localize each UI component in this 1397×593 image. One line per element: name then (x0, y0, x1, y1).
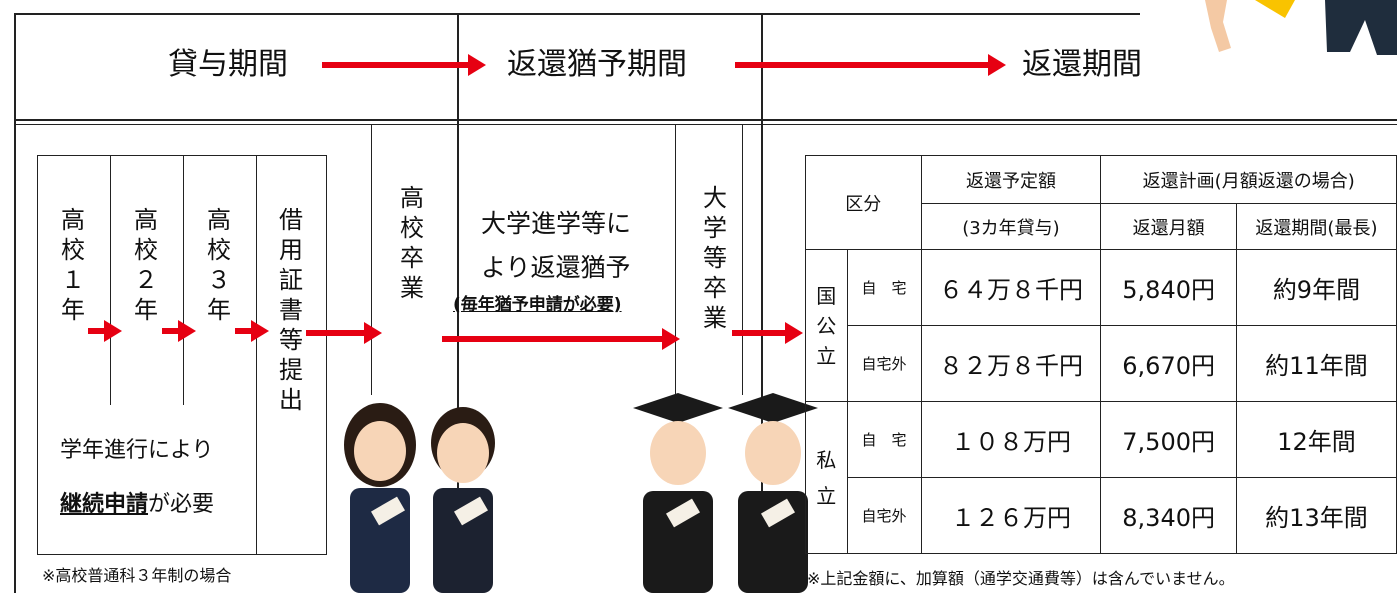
header-arrow-2 (735, 54, 1006, 76)
hs-grad-col-left (371, 125, 372, 395)
hs-footnote: ※高校普通科３年制の場合 (42, 566, 232, 585)
table-row-amount: １０８万円 (920, 401, 1102, 478)
table-row-amount: １２６万円 (920, 477, 1102, 554)
period-header: 返還期間(最長) (1235, 203, 1397, 250)
public-label: 国公立 (805, 249, 848, 402)
frame-top (15, 13, 1140, 15)
defer-to-univ-arrow (442, 328, 680, 350)
header-arrow-1 (322, 54, 486, 76)
deferment-text-1: 大学進学等に (481, 209, 632, 238)
frame-header-divider-2 (15, 124, 1397, 125)
table-row-monthly: 8,340円 (1100, 477, 1237, 554)
table-row-period: 約11年間 (1235, 325, 1397, 402)
year-arrow-2 (162, 320, 196, 342)
amount-subheader: (3カ年貸与) (920, 203, 1102, 250)
year-arrow-3 (235, 320, 269, 342)
table-row-monthly: 6,670円 (1100, 325, 1237, 402)
deferment-text-2: より返還猶予 (481, 253, 631, 282)
lending-period-heading: 貸与期間 (168, 47, 288, 82)
student-boy-icon (431, 407, 495, 593)
univ-graduation-label: 大学等卒業 (703, 184, 727, 332)
year-arrow-1 (88, 320, 122, 342)
grade-divider-2 (183, 155, 184, 405)
frame-col-divider-1 (457, 13, 459, 593)
univ-to-table-arrow (732, 322, 803, 344)
grade-box (37, 155, 327, 555)
univ-grad-col-left (675, 125, 676, 395)
illustration-corner (1135, 0, 1397, 55)
table-row-sub: 自宅外 (846, 325, 922, 402)
deferment-note: (毎年猶予申請が必要) (453, 295, 622, 315)
table-row-period: 約13年間 (1235, 477, 1397, 554)
frame-left (14, 13, 16, 593)
table-row-amount: ６４万８千円 (920, 249, 1102, 326)
table-row-sub: 自 宅 (846, 249, 922, 326)
private-label: 私立 (805, 401, 848, 554)
repayment-table: 区分 返還予定額 返還計画(月額返還の場合) (3カ年貸与) 返還月額 返還期間… (805, 155, 1397, 554)
monthly-header: 返還月額 (1100, 203, 1237, 250)
table-row-sub: 自宅外 (846, 477, 922, 554)
table-row-monthly: 5,840円 (1100, 249, 1237, 326)
table-row-monthly: 7,500円 (1100, 401, 1237, 478)
frame-header-divider-1 (15, 119, 1397, 121)
progression-text: 学年進行により (60, 438, 214, 463)
table-row-period: 12年間 (1235, 401, 1397, 478)
repayment-period-heading: 返還期間 (1022, 47, 1142, 82)
deferment-period-heading: 返還猶予期間 (507, 47, 687, 82)
amount-header: 返還予定額 (920, 155, 1102, 204)
continuation-rest: が必要 (148, 492, 215, 517)
table-row-period: 約9年間 (1235, 249, 1397, 326)
univ-grad-col-right (742, 125, 743, 395)
table-row-amount: ８２万８千円 (920, 325, 1102, 402)
submit-to-grad-arrow (306, 322, 382, 344)
graduate-boy-icon (728, 393, 818, 593)
graduate-girl-icon (633, 393, 723, 593)
grade-divider-1 (110, 155, 111, 405)
hs-graduation-label: 高校卒業 (400, 184, 424, 302)
table-row-sub: 自 宅 (846, 401, 922, 478)
grade-divider-3 (256, 155, 257, 555)
plan-header: 返還計画(月額返還の場合) (1100, 155, 1397, 204)
table-footnote: ※上記金額に、加算額（通学交通費等）は含んでいません。 (807, 569, 1235, 588)
continuation-bold: 継続申請 (60, 492, 149, 517)
continuation-text: 継続申請が必要 (60, 486, 214, 518)
student-girl-icon (344, 403, 416, 593)
frame-col-divider-2 (761, 13, 763, 593)
category-header: 区分 (805, 155, 922, 250)
submit-documents-label: 借用証書等提出 (279, 206, 303, 414)
